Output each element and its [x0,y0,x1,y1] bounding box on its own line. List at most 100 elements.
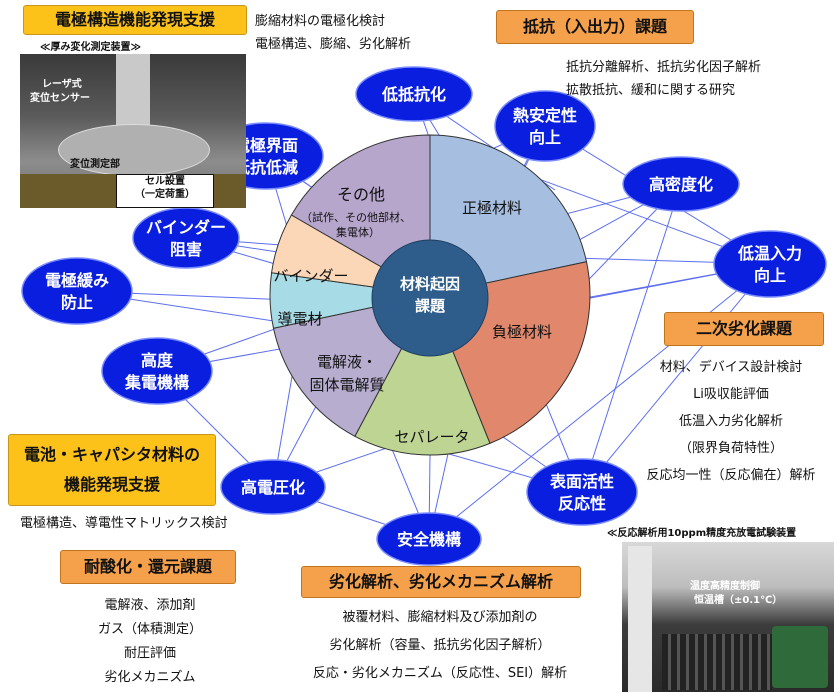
text-resistance-line1: 抵抗分離解析、抵抗劣化因子解析 [566,60,762,75]
bubble-shape [526,458,638,526]
pie-label-electrolyte-1: 電解液・ [317,353,377,371]
photo-label-measure: 変位測定部 [70,159,120,170]
text-redox: 電解液、添加剤 ガス（体積測定） 耐圧評価 劣化メカニズム [60,594,240,690]
connector-line-33 [581,183,682,493]
photo-label-chamber: 恒温槽（±0.1℃） [694,595,783,606]
photo-label-load: （一定荷重） [135,189,195,200]
text-secondary-line3: 低温入力劣化解析 [678,414,783,429]
sensor-column-shape [116,54,150,126]
photo-label-temp-control: 温度高精度制御 [690,581,760,592]
box-secondary-degradation: 二次劣化課題 [664,312,824,346]
connector-line-32 [581,263,771,493]
text-battery-capacitor: 電極構造、導電性マトリックス検討 [20,516,228,531]
pie-label-other: その他 [337,185,385,204]
pie-label-separator: セパレータ [394,428,469,446]
photo-label-cell-box: セル設置 （一定荷重） [116,174,214,208]
text-redox-line2: ガス（体積測定） [97,622,202,637]
photo-label-laser: レーザ式 [42,79,82,90]
box-redox: 耐酸化・還元課題 [60,550,236,584]
bubble-text: 電極緩み [45,271,109,290]
pie-sector-separator [354,293,491,456]
bubble-text: 熱安定性 [513,106,577,125]
text-degradation-line3: 反応・劣化メカニズム（反応性、SEI）解析 [312,666,568,681]
text-degradation: 被覆材料、膨縮材料及び添加剤の 劣化解析（容量、抵抗劣化因子解析） 反応・劣化メ… [290,604,590,688]
bubble-high-voltage: 高電圧化 [220,459,326,515]
sample-holder-shape [772,626,828,688]
bubble-text: 阻害 [170,240,202,259]
pie-label-conductive: 導電材 [277,310,322,328]
bubble-text: 高密度化 [649,175,713,194]
photo-reaction-device: 温度高精度制御 恒温槽（±0.1℃） [622,542,834,692]
photo-thickness-device: レーザ式 変位センサー 変位測定部 セル設置 （一定荷重） [20,54,246,208]
chamber-door-shape [628,546,652,692]
bubble-text: 低温入力 [737,244,802,263]
bubble-shape [713,230,827,298]
box-battery-capacitor: 電池・キャパシタ材料の 機能発現支援 [8,434,216,506]
text-top-center-line2: 電極構造、膨縮、劣化解析 [255,37,412,52]
text-secondary-line2: Li吸収能評価 [693,387,769,402]
text-top-center-line1: 膨縮材料の電極化検討 [255,14,386,29]
bubble-shape [132,207,240,269]
box-degradation-analysis: 劣化解析、劣化メカニズム解析 [301,566,581,598]
text-redox-line4: 劣化メカニズム [104,670,196,685]
cable-rack-shape [662,634,772,690]
text-secondary: 材料、デバイス設計検討 Li吸収能評価 低温入力劣化解析 （限界負荷特性） 反応… [628,354,834,489]
bubble-shape [376,512,482,566]
bubble-text: 向上 [754,266,786,285]
photo-label-cell: セル設置 [145,176,185,187]
box-electrode-structure: 電極構造機能発現支援 [23,5,247,35]
photo-reaction-caption: ≪反応解析用10ppm精度充放電試験装置 [607,528,797,539]
bubble-text: 集電機構 [124,373,189,392]
center-text-line2: 課題 [415,297,446,315]
connector-line-34 [428,263,771,540]
text-redox-line1: 電解液、添加剤 [104,598,196,613]
photo-thickness-caption: ≪厚み変化測定装置≫ [40,42,141,53]
center-text-line1: 材料起因 [400,275,460,293]
bubble-text: 電極界面 [234,136,298,155]
bubble-low-resistance: 低抵抗化 [355,66,473,122]
text-degradation-line1: 被覆材料、膨縮材料及び添加剤の [342,610,538,625]
bubble-text: 高度 [141,351,174,370]
bubble-text: 向上 [529,128,561,147]
text-resistance-line2: 拡散抵抗、緩和に関する研究 [566,83,736,98]
pie-label-other-sub-1: （試作、その他部材、 [301,210,411,224]
pie-label-negative: 負極材料 [492,323,552,341]
bubble-text: バインダー [146,218,226,237]
box-battery-capacitor-line2: 機能発現支援 [63,475,160,494]
bubble-text: 高電圧化 [241,478,305,497]
text-redox-line3: 耐圧評価 [123,646,176,661]
bubble-text: 抵抗低減 [234,158,298,177]
text-secondary-line1: 材料、デバイス設計検討 [659,360,803,375]
bubble-shape [622,156,740,212]
pie-label-binder: バインダー [273,267,348,285]
bubble-text: 表面活性 [549,472,614,491]
text-secondary-line4: （限界負荷特性） [678,441,783,456]
bubble-high-density: 高密度化 [622,156,740,212]
bubble-shape [494,90,596,162]
bubble-safety: 安全機構 [376,512,482,566]
text-top-center: 膨縮材料の電極化検討 電極構造、膨縮、劣化解析 [255,10,411,56]
bubble-text: 安全機構 [397,530,461,549]
text-resistance: 抵抗分離解析、抵抗劣化因子解析 拡散抵抗、緩和に関する研究 [566,56,761,102]
bubble-shape [220,459,326,515]
bubble-shape [101,337,213,405]
bubble-text: 防止 [61,293,93,312]
text-degradation-line2: 劣化解析（容量、抵抗劣化因子解析） [329,638,551,653]
pie-label-positive: 正極材料 [462,199,522,217]
photo-label-sensor: 変位センサー [30,93,90,104]
text-secondary-line5: 反応均一性（反応偏在）解析 [646,468,816,483]
center-circle-shape [371,239,489,357]
box-resistance-io: 抵抗（入出力）課題 [496,10,694,44]
bubble-text: 低抵抗化 [381,85,446,104]
pie-label-electrolyte-2: 固体電解質 [309,376,384,394]
box-battery-capacitor-line1: 電池・キャパシタ材料の [23,445,200,464]
bubble-text: 反応性 [558,494,606,513]
